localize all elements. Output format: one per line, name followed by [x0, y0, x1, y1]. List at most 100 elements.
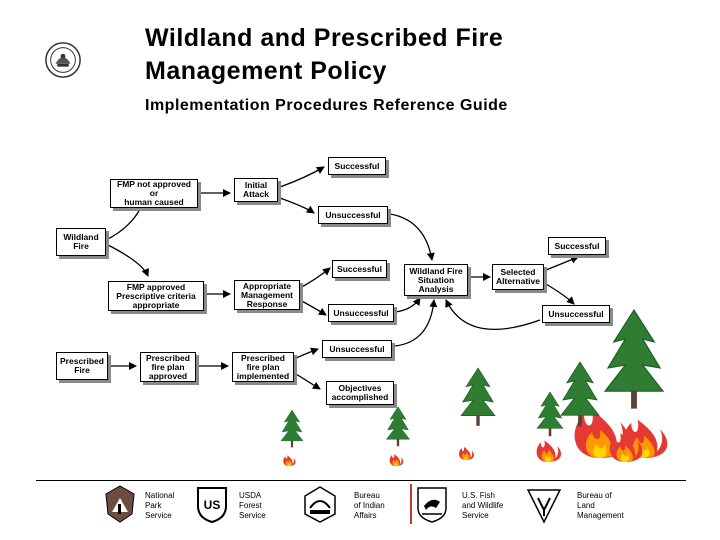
tree-icon [280, 409, 304, 448]
agency-text: USDA [239, 491, 262, 500]
arrow-sel-success [545, 255, 579, 271]
box-text: Wildland [63, 232, 99, 242]
box-text: FMP not approved [117, 179, 191, 189]
title-line-2: Management Policy [145, 57, 387, 85]
box-text: implemented [236, 370, 290, 381]
box-text: accomplished [331, 392, 389, 402]
box-unsuccessful-3: Unsuccessful [542, 305, 610, 323]
box-text: Objectives [338, 383, 382, 393]
doi-seal-icon [45, 42, 81, 78]
box-text: Unsuccessful [548, 308, 604, 319]
box-selected-alternative: Selected Alternative [492, 264, 544, 290]
forest-service-shield-icon: US [197, 487, 227, 524]
box-text: human caused [124, 197, 184, 207]
box-text: Unsuccessful [329, 343, 385, 354]
box-text: Wildland Fire [409, 265, 463, 276]
page-subtitle: Implementation Procedures Reference Guid… [145, 97, 508, 114]
agency-text: Bureau of [577, 491, 612, 500]
agency-fws: U.S. Fish and Wildlife Service [462, 491, 503, 521]
page-title: Wildland and Prescribed Fire Management … [145, 22, 503, 88]
nps-arrowhead-icon [105, 485, 135, 523]
box-text: fire plan [246, 361, 280, 372]
box-text: Initial [244, 180, 268, 190]
tree-icon [386, 406, 410, 447]
fire-icon [283, 455, 296, 466]
box-text: Prescribed [241, 352, 285, 363]
box-appropriate-management-response: Appropriate Management Response [234, 280, 300, 310]
tree-icon [536, 391, 564, 437]
agency-text: Bureau [354, 491, 380, 500]
agency-text: U.S. Fish [462, 491, 495, 500]
box-text: FMP approved [126, 281, 186, 292]
fws-shield-icon [417, 487, 447, 523]
arrow-impl-unsuccess [295, 347, 319, 359]
agency-text: National [145, 491, 175, 500]
arrow-unsuccess2-wfsa [394, 297, 421, 313]
agency-text: Service [239, 511, 266, 520]
box-text: Successful [337, 263, 382, 274]
box-text: Fire [73, 241, 89, 251]
box-unsuccessful-2: Unsuccessful [328, 304, 394, 322]
box-text: appropriate [132, 299, 180, 310]
box-objectives-accomplished: Objectives accomplished [326, 381, 394, 405]
box-text: Unsuccessful [333, 307, 389, 318]
box-unsuccessful-1: Unsuccessful [318, 206, 388, 224]
arrow-wildland-down [105, 243, 149, 277]
fire-icon [389, 454, 404, 466]
box-text: Alternative [496, 276, 540, 286]
fire-icon [459, 446, 475, 460]
arrow-unsuccess4-wfsa [394, 299, 438, 347]
box-fmp-not-approved: FMP not approved or human caused [110, 179, 198, 208]
agency-blm: Bureau of Land Management [577, 491, 624, 521]
box-successful-1: Successful [328, 157, 386, 175]
agency-text: Management [577, 511, 624, 520]
agency-bia: Bureau of Indian Affairs [354, 491, 385, 521]
arrow-sel-unsuccess [545, 283, 575, 305]
arrow-unsuccess-wfsa [389, 213, 435, 261]
fire-icon [536, 440, 562, 462]
box-text: Analysis [418, 283, 454, 294]
agency-usfs: USDA Forest Service [239, 491, 266, 521]
box-text: or [149, 188, 159, 198]
box-successful-2: Successful [332, 260, 387, 278]
arrow-loop-wfsa [445, 299, 541, 331]
box-text: Prescribed [146, 352, 190, 363]
box-text: Prescribed [60, 356, 104, 366]
box-wildland-fire: Wildland Fire [56, 228, 106, 256]
title-line-1: Wildland and Prescribed Fire [145, 24, 504, 52]
tree-icon [604, 309, 664, 410]
arrow-impl-objectives [295, 373, 321, 390]
box-text: Response [246, 298, 288, 309]
agency-text: Service [145, 511, 172, 520]
agency-text: Service [462, 511, 489, 520]
arrow-amr-success [299, 267, 331, 289]
box-wildland-fire-situation-analysis: Wildland Fire Situation Analysis [404, 264, 468, 296]
box-initial-attack: Initial Attack [234, 178, 278, 202]
box-text: Selected [500, 267, 536, 277]
box-rx-plan-implemented: Prescribed fire plan implemented [232, 352, 294, 382]
agency-text: Land [577, 501, 595, 510]
agency-text: Forest [239, 501, 262, 510]
box-text: approved [148, 370, 188, 381]
arrow-amr-unsuccess [299, 299, 327, 316]
agency-nps: National Park Service [145, 491, 174, 521]
box-text: Successful [554, 240, 600, 251]
agency-text: Affairs [354, 511, 377, 520]
agency-text: of Indian [354, 501, 385, 510]
box-text: Prescriptive criteria [116, 290, 196, 301]
agency-text: Park [145, 501, 162, 510]
bia-emblem-icon [304, 486, 336, 523]
box-text: Successful [334, 160, 380, 171]
box-rx-plan-approved: Prescribed fire plan approved [140, 352, 196, 382]
box-text: Unsuccessful [325, 209, 381, 220]
svg-text:US: US [204, 498, 221, 512]
tree-icon [460, 367, 496, 427]
arrow-ia-success [279, 166, 325, 188]
box-text: Attack [243, 189, 269, 199]
agency-text: and Wildlife [462, 501, 504, 510]
box-text: Situation [417, 274, 455, 285]
box-text: Appropriate [242, 280, 292, 291]
footer-rule [36, 480, 686, 481]
box-text: Fire [74, 365, 90, 375]
